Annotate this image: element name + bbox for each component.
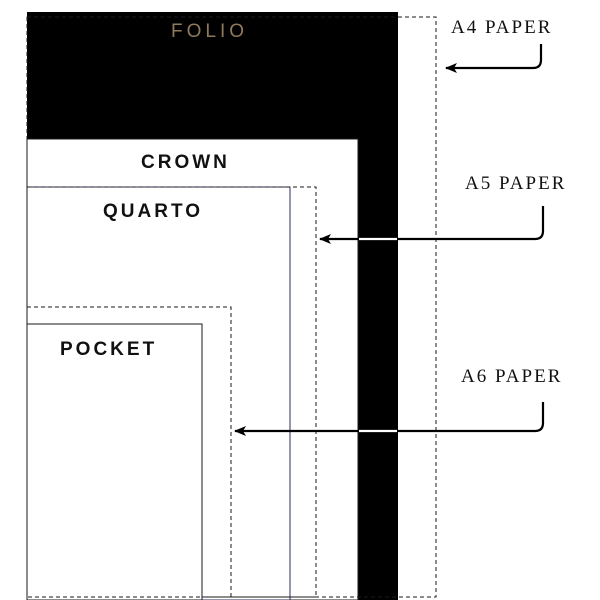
a4-paper-label: A4 PAPER bbox=[451, 17, 553, 38]
a5-paper-label: A5 PAPER bbox=[465, 173, 567, 194]
a4-arrow bbox=[445, 44, 543, 73]
a6-paper-label: A6 PAPER bbox=[461, 366, 563, 387]
quarto-label: QUARTO bbox=[103, 201, 203, 222]
a4-outline bbox=[26, 16, 437, 598]
a5-arrow bbox=[319, 206, 545, 244]
crown-label: CROWN bbox=[141, 152, 230, 173]
pocket-label: POCKET bbox=[60, 339, 158, 360]
pocket-shape bbox=[26, 323, 203, 600]
folio-label: FOLIO bbox=[171, 21, 249, 42]
a6-arrow bbox=[234, 402, 545, 436]
